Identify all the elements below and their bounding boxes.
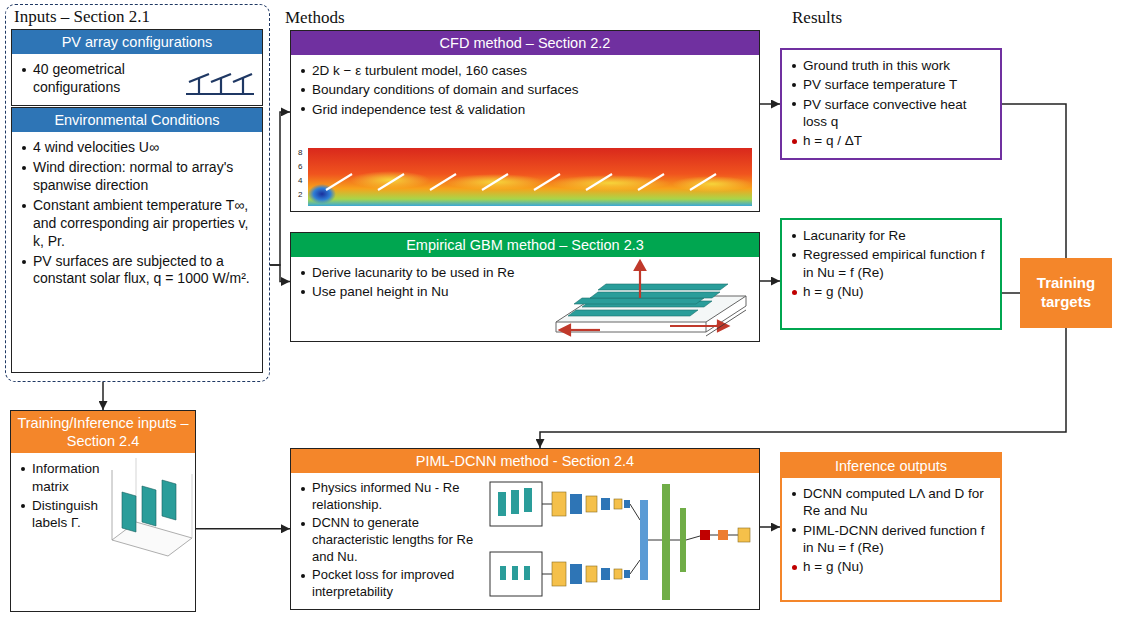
bullet-item: DCNN computed LΛ and D for Re and Nu [790,485,992,520]
box-body: DCNN computed LΛ and D for Re and NuPIML… [782,478,1000,583]
bullet-item: PIML-DCNN derived function f in Nu = f (… [790,522,992,557]
box-body: Lacunarity for Re Regressed empirical fun… [782,220,1000,308]
output-box: Inference outputsDCNN computed LΛ and D … [780,452,1002,602]
column-heading: Results [792,8,842,28]
bullet-item: Physics informed Nu - Re relationship. [299,480,489,513]
connector-arrow [760,526,780,528]
input-box: Environmental Conditions4 wind velocitie… [11,107,263,373]
container-box: Inputs – Section 2.1PV array configurati… [5,4,270,382]
input-box: PV array configurations 40 geometrical co… [11,29,263,106]
bullet-item: PV surface temperature T [790,76,992,93]
bullet-item: Ground truth in this work [790,57,992,74]
bullet-item: Derive lacunarity to be used in Re [299,264,527,281]
connector-arrow [196,528,290,530]
box-body: Derive lacunarity to be used in Re Use pa… [291,257,759,309]
gbm-geometry [556,261,746,336]
information-matrix [112,458,192,556]
bullet-item: 2D k − ε turbulent model, 160 cases [299,62,751,79]
box-body: 2D k − ε turbulent model, 160 casesBound… [291,55,759,186]
result-box: Lacunarity for Re Regressed empirical fun… [780,218,1002,330]
bullet-item: Lacunarity for Re [790,227,992,244]
box-header: PIML-DCNN method - Section 2.4 [291,449,759,473]
axis-tick: 2 [298,190,302,199]
method-box: CFD method – Section 2.22D k − ε turbule… [290,30,760,212]
box-header: PV array configurations [12,30,262,54]
box-body: Ground truth in this work PV surface temp… [782,50,1000,157]
box-header: Training/Inference inputs – Section 2.4 [11,411,195,453]
connector-arrow [270,112,290,265]
bullet-item: Wind direction: normal to array's spanwi… [20,159,254,195]
bullet-item: Grid independence test & validation [299,101,751,118]
pv-array-icon [186,74,254,94]
column-heading: Methods [285,8,345,28]
box-body: 4 wind velocities U∞ Wind direction: norm… [12,132,262,296]
method-box: PIML-DCNN method - Section 2.4Physics in… [290,448,760,610]
connector-arrow [1002,292,1020,294]
box-body: Information matrixDistinguish labels Γ. [11,453,195,539]
bullet-item: h = q / ΔT [790,132,992,149]
training-targets-box: Training targets [1020,258,1112,328]
bullet-item: Information matrix [19,460,111,495]
bullet-item: h = g (Nu) [790,558,992,575]
connector-arrow [760,103,780,105]
bullet-item: PV surface convective heat loss q [790,96,992,131]
bullet-item: Pocket loss for improved interpretabilit… [299,567,489,600]
connector-arrow [1002,104,1066,258]
dcnn-architecture [490,482,750,600]
axis-tick: 6 [298,162,302,171]
bullet-item: Regressed empirical function f in Nu = f… [790,246,992,281]
axis-tick: 4 [298,176,302,185]
connector-arrow [760,280,780,282]
box-header: Empirical GBM method – Section 2.3 [291,233,759,257]
cfd-contour [308,148,752,206]
bullet-item: Boundary conditions of domain and surfac… [299,81,751,98]
connector-arrow [270,265,290,282]
bullet-item: DCNN to generate characteristic lengths … [299,515,489,565]
bullet-item: 4 wind velocities U∞ [20,139,254,157]
connector-arrow [540,328,1066,448]
box-header: CFD method – Section 2.2 [291,31,759,55]
box-header: Environmental Conditions [12,108,262,132]
bullet-item: PV surfaces are subjected to a constant … [20,253,254,289]
result-box: Ground truth in this work PV surface temp… [780,48,1002,160]
axis-tick: 8 [298,148,302,157]
box-body: Physics informed Nu - Re relationship.DC… [291,473,759,608]
box-label: Training targets [1020,270,1112,316]
bullet-item: h = g (Nu) [790,283,992,300]
group-title: Inputs – Section 2.1 [6,5,269,29]
bullet-item: 40 geometrical configurations [20,61,182,97]
training-input-box: Training/Inference inputs – Section 2.4I… [10,410,196,612]
box-body: 40 geometrical configurations [12,54,262,105]
bullet-item: Distinguish labels Γ. [19,497,111,532]
bullet-item: Use panel height in Nu [299,283,527,300]
bullet-item: Constant ambient temperature T∞, and cor… [20,197,254,251]
connector-arrow [102,382,104,410]
box-header: Inference outputs [782,454,1000,478]
method-box: Empirical GBM method – Section 2.3Derive… [290,232,760,342]
